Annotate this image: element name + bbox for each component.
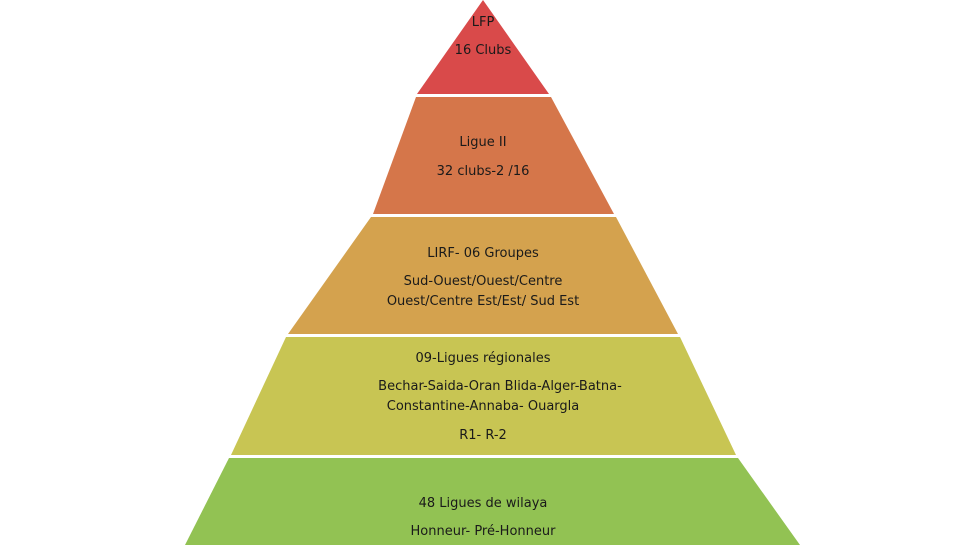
- tier-2-line-2: 32 clubs-2 /16: [437, 164, 530, 179]
- tier-4-ligues-regionales: [231, 337, 736, 455]
- tier-3-line-1: LIRF- 06 Groupes: [427, 246, 539, 261]
- tier-2-line-1: Ligue II: [459, 135, 506, 150]
- tier-4-line-4: R1- R-2: [459, 428, 507, 443]
- tier-5-line-1: 48 Ligues de wilaya: [419, 496, 548, 511]
- tier-4-line-3: Constantine-Annaba- Ouargla: [387, 399, 579, 414]
- tier-4-line-2: Bechar-Saida-Oran Blida-Alger-Batna-: [378, 379, 622, 394]
- tier-3-line-2: Sud-Ouest/Ouest/Centre: [404, 274, 563, 289]
- tier-3-line-3: Ouest/Centre Est/Est/ Sud Est: [387, 294, 579, 309]
- tier-1-lfp: [417, 0, 549, 94]
- tier-1-line-2: 16 Clubs: [455, 43, 512, 58]
- tier-1-line-1: LFP: [472, 15, 495, 30]
- tier-4-line-1: 09-Ligues régionales: [416, 351, 551, 366]
- tier-3-lirf: [288, 217, 678, 334]
- tier-2-ligue-ii: [373, 97, 614, 214]
- tier-5-ligues-wilaya: [185, 458, 800, 545]
- tier-5-line-2: Honneur- Pré-Honneur: [411, 524, 557, 539]
